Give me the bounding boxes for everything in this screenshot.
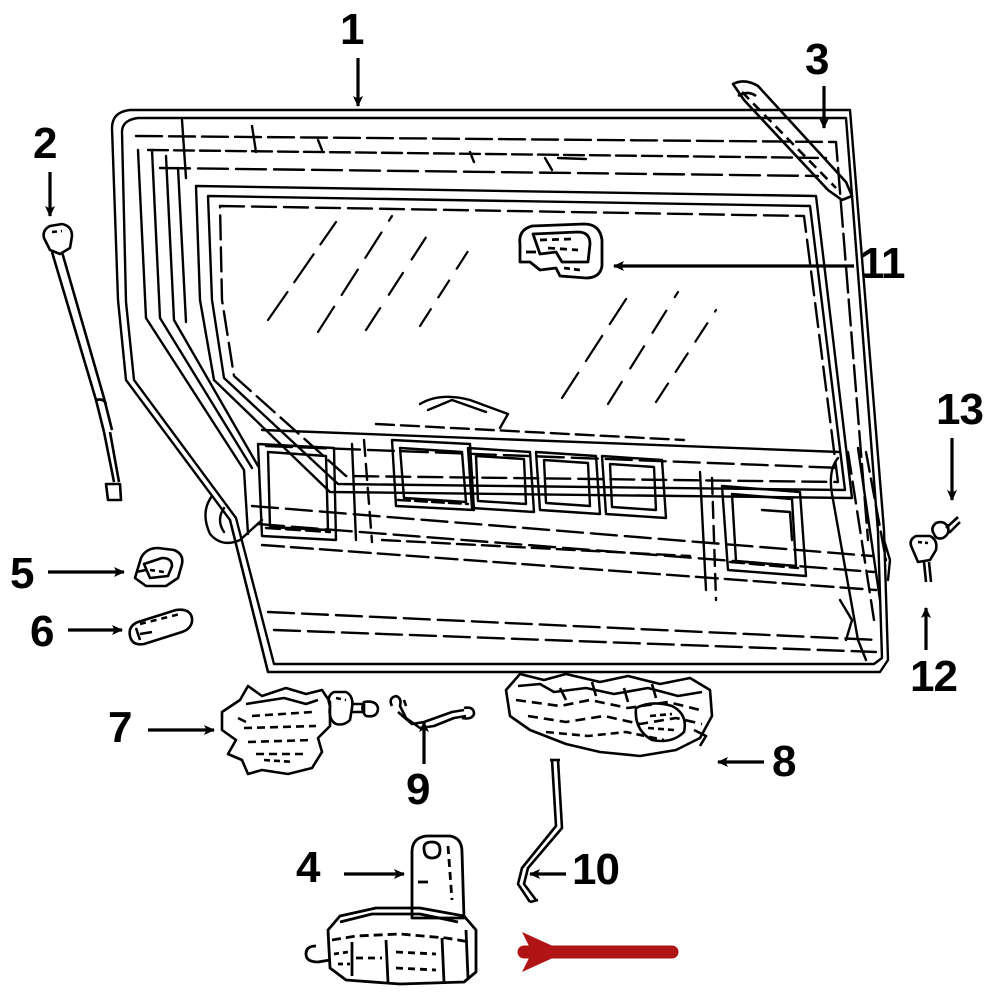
callout-label-8: 8 bbox=[772, 737, 797, 786]
part-license-lamp-housing bbox=[504, 672, 714, 758]
callout-label-5: 5 bbox=[10, 549, 35, 598]
callout-label-1: 1 bbox=[340, 5, 365, 54]
part-liftgate-lock-actuator bbox=[304, 834, 478, 986]
callout-label-11: 11 bbox=[860, 239, 906, 288]
callout-label-6: 6 bbox=[30, 607, 55, 656]
callout-label-9: 9 bbox=[406, 765, 431, 814]
part-long-bent-control-rod bbox=[516, 758, 564, 904]
part-screw-fastener bbox=[931, 516, 961, 540]
part-short-link-rod bbox=[389, 694, 476, 730]
callout-label-10: 10 bbox=[572, 845, 620, 894]
callout-label-12: 12 bbox=[910, 652, 958, 701]
part-gas-strut-lift-support bbox=[42, 222, 123, 502]
callout-label-7: 7 bbox=[108, 703, 133, 752]
callout-label-13: 13 bbox=[936, 385, 984, 434]
part-latch-release-handle bbox=[220, 684, 380, 776]
part-bumper-stopper bbox=[128, 608, 194, 646]
liftgate-body bbox=[110, 108, 892, 674]
callout-label-4: 4 bbox=[296, 843, 321, 892]
part-strut-ball-stud-bracket bbox=[133, 546, 184, 588]
callout-label-3: 3 bbox=[805, 35, 830, 84]
part-retaining-clip bbox=[909, 534, 938, 583]
part-roof-drip-molding bbox=[731, 80, 854, 202]
part-glass-latch-striker bbox=[518, 222, 604, 280]
callout-leaders bbox=[45, 58, 957, 879]
callout-label-2: 2 bbox=[33, 119, 58, 168]
